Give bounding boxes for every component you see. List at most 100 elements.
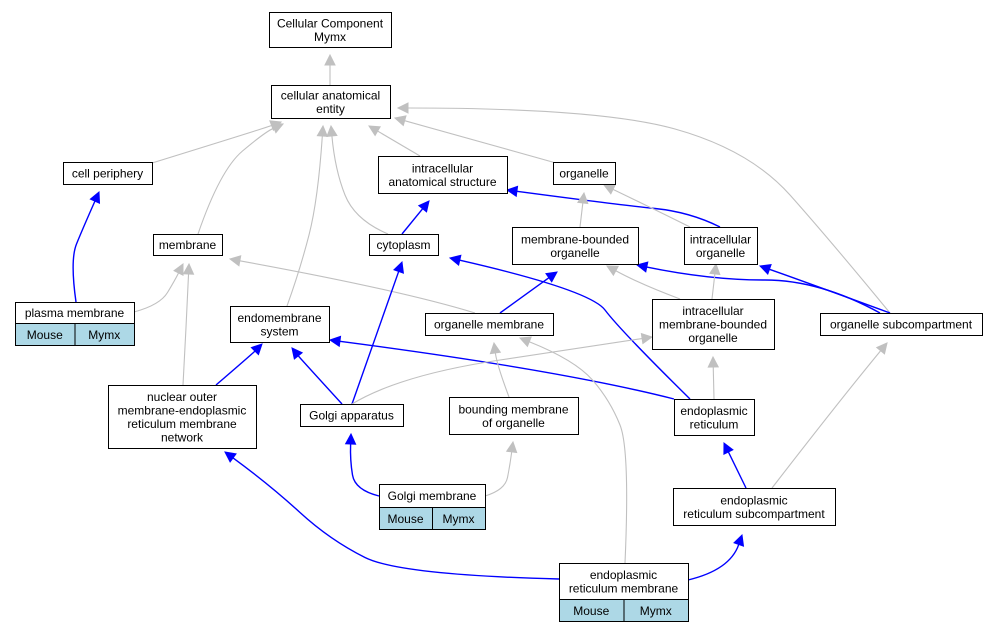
edge-line [331,135,389,235]
node-label: reticulum membrane [569,581,679,595]
arrowhead-icon [173,263,184,276]
node-label: intracellular [682,304,743,318]
node-box [378,156,508,194]
annotation-label: Mouse [27,328,63,342]
node-label: network [161,430,204,444]
edge-line [499,277,550,314]
node-label: plasma membrane [25,306,125,320]
node-label: reticulum subcompartment [683,507,825,521]
node-membrane[interactable]: membrane [153,234,223,256]
node-label: reticulum [690,417,739,431]
annotation-cell [623,599,689,622]
edge-plasma-membrane-to-cell-periphery [72,190,101,303]
node-box [449,397,579,435]
edge-er-sub-to-er [723,441,747,489]
edge-er-to-cytoplasm [448,254,691,400]
node-label: organelle membrane [434,318,544,332]
node-box [512,227,639,265]
edge-osc-to-io [758,263,891,314]
edge-line [516,190,721,228]
edge-line [612,188,691,228]
edge-mbo-to-organelle [577,191,589,228]
edge-line [727,451,747,489]
arrowhead-icon [393,115,407,127]
node-cytoplasm[interactable]: cytoplasm [369,234,439,256]
edge-line [407,107,891,314]
edge-line [182,273,190,386]
node-box [230,306,330,343]
arrowhead-icon [291,347,304,360]
edge-line [579,202,584,228]
edge-golgi-membrane-to-golgi-apparatus [344,432,380,497]
node-label: cellular anatomical [281,88,380,102]
edge-line [615,270,681,300]
node-label: bounding membrane [458,402,568,416]
arrowhead-icon [545,271,558,283]
node-label: Golgi membrane [388,489,477,503]
edge-line [404,120,557,164]
edge-cytoplasm-to-ias [401,200,430,235]
node-label: Cellular Component [277,16,384,30]
node-golgi-apparatus[interactable]: Golgi apparatus [300,404,404,427]
node-label: membrane-endoplasmic [118,403,247,417]
node-nuclear-outer[interactable]: nuclear outermembrane-endoplasmicreticul… [108,385,257,449]
arrowhead-icon [368,125,381,137]
annotation-label: Mymx [443,512,475,526]
edge-line [377,130,421,157]
annotation-label: Mymx [640,604,672,618]
edge-line [197,127,275,235]
node-box [63,162,153,185]
node-label: intracellular [412,161,473,175]
node-cell-periphery[interactable]: cell periphery [63,162,153,185]
node-organelle[interactable]: organelle [553,162,616,185]
edge-membrane-to-cae [197,122,285,235]
node-osc[interactable]: organelle subcompartment [820,313,983,336]
node-label: system [260,324,298,338]
node-label: membrane-bounded [659,318,767,332]
node-box [369,234,439,256]
arrowhead-icon [518,336,532,348]
edge-er-sub-to-osc [771,342,888,489]
edge-line [769,268,891,314]
arrowhead-icon [396,102,409,114]
node-label: membrane [159,238,217,252]
node-box [684,227,758,265]
node-box [652,299,775,350]
node-organelle-membrane[interactable]: organelle membrane [425,313,554,336]
arrowhead-icon [228,255,242,267]
edge-line [459,259,691,400]
edge-line [239,260,476,314]
edge-organelle-to-cae [393,115,557,164]
node-box [425,313,554,336]
edges-layer [72,53,891,581]
edge-imbo-to-mbo [606,265,681,300]
edge-line [494,352,510,398]
arrowhead-icon [733,533,745,547]
edge-line [711,273,716,300]
edge-er-to-endomembrane [328,335,675,400]
arrowhead-icon [344,432,357,445]
edge-io-to-organelle [602,184,691,228]
edge-erm-to-er-sub [687,533,745,581]
edge-golgi-apparatus-to-endomembrane [291,347,343,405]
arrowhead-icon [505,440,518,454]
node-box [300,404,404,427]
arrowhead-icon [271,122,285,134]
node-label: of organelle [482,416,545,430]
arrowhead-icon [606,265,619,277]
edge-line [484,451,513,497]
node-label: organelle [696,246,746,260]
